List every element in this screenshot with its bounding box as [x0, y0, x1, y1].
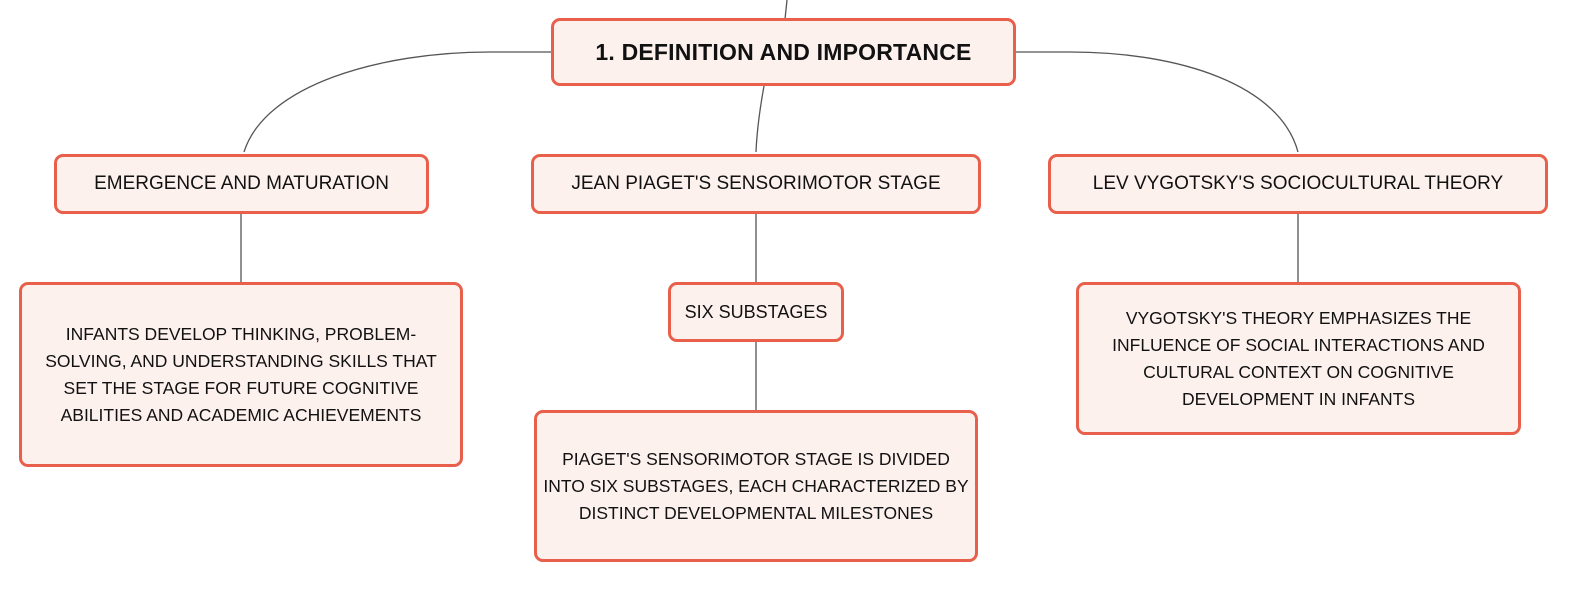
subtopic-label-six-substages: SIX SUBSTAGES [684, 301, 828, 322]
leaf-node-emergence-detail[interactable]: INFANTS DEVELOP THINKING, PROBLEM-SOLVIN… [19, 282, 463, 467]
branch-node-piaget[interactable]: JEAN PIAGET'S SENSORIMOTOR STAGE [531, 154, 981, 214]
leaf-label-emergence-detail: INFANTS DEVELOP THINKING, PROBLEM-SOLVIN… [45, 323, 437, 425]
branch-node-vygotsky[interactable]: LEV VYGOTSKY'S SOCIOCULTURAL THEORY [1048, 154, 1548, 214]
root-topic-node[interactable]: 1. DEFINITION AND IMPORTANCE [551, 18, 1016, 86]
connector-root-to-vygotsky [1015, 51, 1299, 153]
root-topic-label: 1. DEFINITION AND IMPORTANCE [595, 38, 972, 65]
branch-label-emergence: EMERGENCE AND MATURATION [94, 173, 389, 194]
leaf-label-vygotsky-detail: VYGOTSKY'S THEORY EMPHASIZES THE INFLUEN… [1112, 307, 1485, 409]
branch-label-piaget: JEAN PIAGET'S SENSORIMOTOR STAGE [571, 173, 941, 194]
subtopic-node-six-substages[interactable]: SIX SUBSTAGES [668, 282, 844, 342]
branch-node-emergence[interactable]: EMERGENCE AND MATURATION [54, 154, 429, 214]
branch-label-vygotsky: LEV VYGOTSKY'S SOCIOCULTURAL THEORY [1092, 173, 1504, 194]
leaf-node-vygotsky-detail[interactable]: VYGOTSKY'S THEORY EMPHASIZES THE INFLUEN… [1076, 282, 1521, 435]
leaf-node-piaget-detail[interactable]: PIAGET'S SENSORIMOTOR STAGE IS DIVIDED I… [534, 410, 978, 562]
connector-root-to-emergence [243, 51, 552, 153]
leaf-label-piaget-detail: PIAGET'S SENSORIMOTOR STAGE IS DIVIDED I… [543, 448, 969, 523]
connector-root-to-piaget [755, 85, 765, 153]
connector-parent-to-root [784, 0, 788, 20]
